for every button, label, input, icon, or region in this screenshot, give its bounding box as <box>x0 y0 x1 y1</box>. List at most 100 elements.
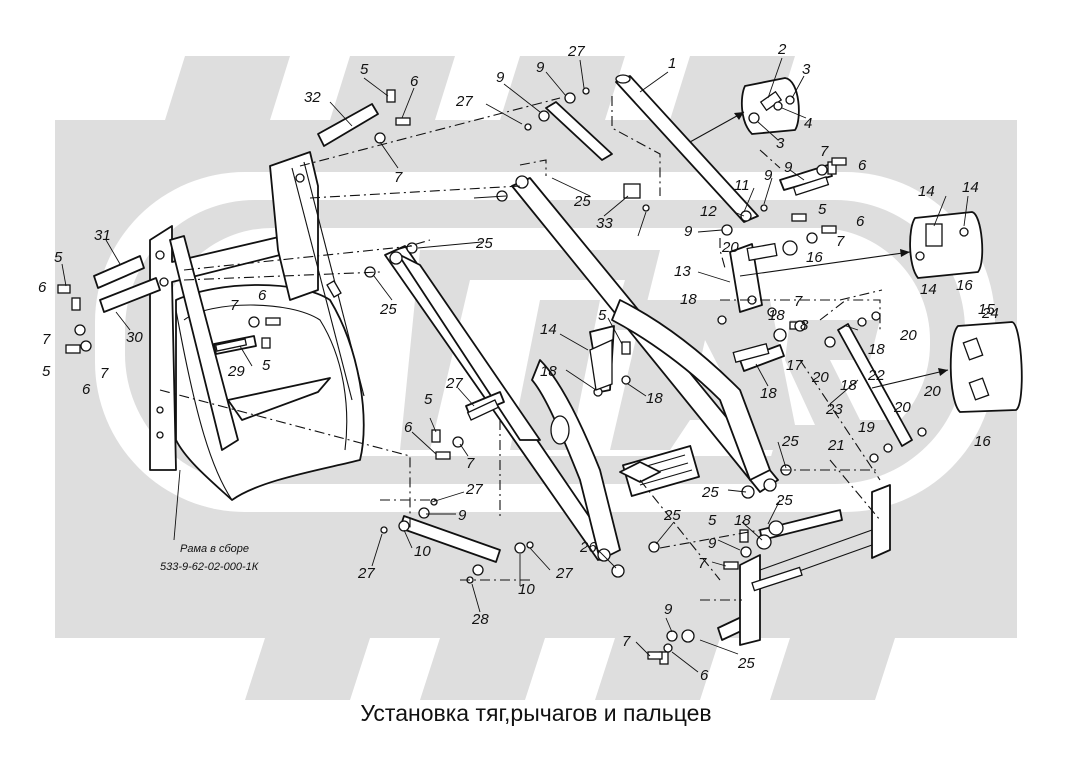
callout: 5 <box>262 357 271 374</box>
callout: 7 <box>394 169 403 186</box>
callout: 18 <box>760 385 777 402</box>
callout: 32 <box>304 89 321 106</box>
frame-assembly <box>149 151 365 501</box>
callout: 14 <box>540 321 557 338</box>
callout: 6 <box>38 279 47 296</box>
assembly-lines <box>159 96 883 601</box>
callout: 7 <box>820 143 829 160</box>
callout: 14 <box>920 281 937 298</box>
callout: 9 <box>684 223 693 240</box>
callout: 20 <box>811 369 829 386</box>
callout: 7 <box>466 455 475 472</box>
callout: 7 <box>42 331 51 348</box>
callout: 9 <box>536 59 545 76</box>
callout: 19 <box>858 419 875 436</box>
callout: 5 <box>598 307 607 324</box>
leader-lines <box>61 57 969 673</box>
callout: 25 <box>663 507 681 524</box>
callout: 24 <box>981 305 999 322</box>
callout: 17 <box>786 357 803 374</box>
callout: 6 <box>700 667 709 684</box>
callout: 27 <box>455 93 473 110</box>
callout: 5 <box>54 249 63 266</box>
callout: 18 <box>734 512 751 529</box>
callout: 25 <box>379 301 397 318</box>
callout: 14 <box>918 183 935 200</box>
callout: 27 <box>567 43 585 60</box>
callout: 25 <box>781 433 799 450</box>
callout: 25 <box>701 484 719 501</box>
callout: 8 <box>800 317 809 334</box>
callout: 11 <box>734 177 750 194</box>
callout: 9 <box>708 535 717 552</box>
callout: 5 <box>708 512 717 529</box>
callout: 6 <box>856 213 865 230</box>
callout: 20 <box>923 383 941 400</box>
callout: 20 <box>893 399 911 416</box>
callout: 18 <box>868 341 885 358</box>
callout: 33 <box>596 215 613 232</box>
callout: 23 <box>825 401 843 418</box>
callout: 29 <box>227 363 245 380</box>
callout: 4 <box>804 115 812 132</box>
callout: 21 <box>827 437 845 454</box>
callout: 16 <box>806 249 823 266</box>
callout: 10 <box>414 543 431 560</box>
callout: 7 <box>230 297 239 314</box>
callout: 31 <box>94 227 111 244</box>
frame-note-title: Рама в сборе <box>180 543 249 555</box>
callout: 7 <box>622 633 631 650</box>
callout: 7 <box>698 555 707 572</box>
callout: 18 <box>646 390 663 407</box>
callout: 14 <box>962 179 979 196</box>
callout: 30 <box>126 329 143 346</box>
callout: 27 <box>555 565 573 582</box>
rods <box>93 74 913 641</box>
callout: 9 <box>764 167 773 184</box>
callout: 10 <box>518 581 535 598</box>
callout: 5 <box>424 391 433 408</box>
callout: 28 <box>471 611 489 628</box>
callout: 9 <box>664 601 673 618</box>
callout: 5 <box>360 61 369 78</box>
callout: 6 <box>82 381 91 398</box>
callout: 22 <box>867 367 885 384</box>
callout: 20 <box>721 239 739 256</box>
callout: 13 <box>674 263 691 280</box>
callout-numbers: 1 2 3 3 4 5 5 5 5 5 5 5 5 6 6 6 6 6 6 6 … <box>38 41 999 684</box>
callout: 6 <box>410 73 419 90</box>
callout: 26 <box>579 539 597 556</box>
callout: 18 <box>680 291 697 308</box>
callout: 2 <box>777 41 787 58</box>
callout: 9 <box>458 507 467 524</box>
callout: 7 <box>100 365 109 382</box>
callout: 7 <box>794 293 803 310</box>
callout: 9 <box>784 159 793 176</box>
callout: 25 <box>775 492 793 509</box>
callout: 16 <box>974 433 991 450</box>
callout: 12 <box>700 203 717 220</box>
lower-bracket <box>619 461 891 646</box>
callout: 1 <box>668 55 676 72</box>
callout: 3 <box>776 135 785 152</box>
diagram-caption: Установка тяг,рычагов и пальцев <box>360 700 712 726</box>
callout: 16 <box>956 277 973 294</box>
callout: 18 <box>768 307 785 324</box>
callout: 25 <box>573 193 591 210</box>
frame-note-code: 533-9-62-02-000-1К <box>160 561 259 573</box>
callout: 18 <box>840 377 857 394</box>
callout: 25 <box>737 655 755 672</box>
callout: 6 <box>258 287 267 304</box>
callout: 3 <box>802 61 811 78</box>
detail-views <box>689 77 1023 413</box>
callout: 27 <box>357 565 375 582</box>
callout: 27 <box>465 481 483 498</box>
callout: 15 <box>978 301 995 318</box>
callout: 6 <box>404 419 413 436</box>
callout: 18 <box>540 363 557 380</box>
callout: 9 <box>496 69 505 86</box>
callout: 20 <box>899 327 917 344</box>
callout: 5 <box>42 363 51 380</box>
frame-note: Рама в сборе 533-9-62-02-000-1К <box>160 543 259 573</box>
